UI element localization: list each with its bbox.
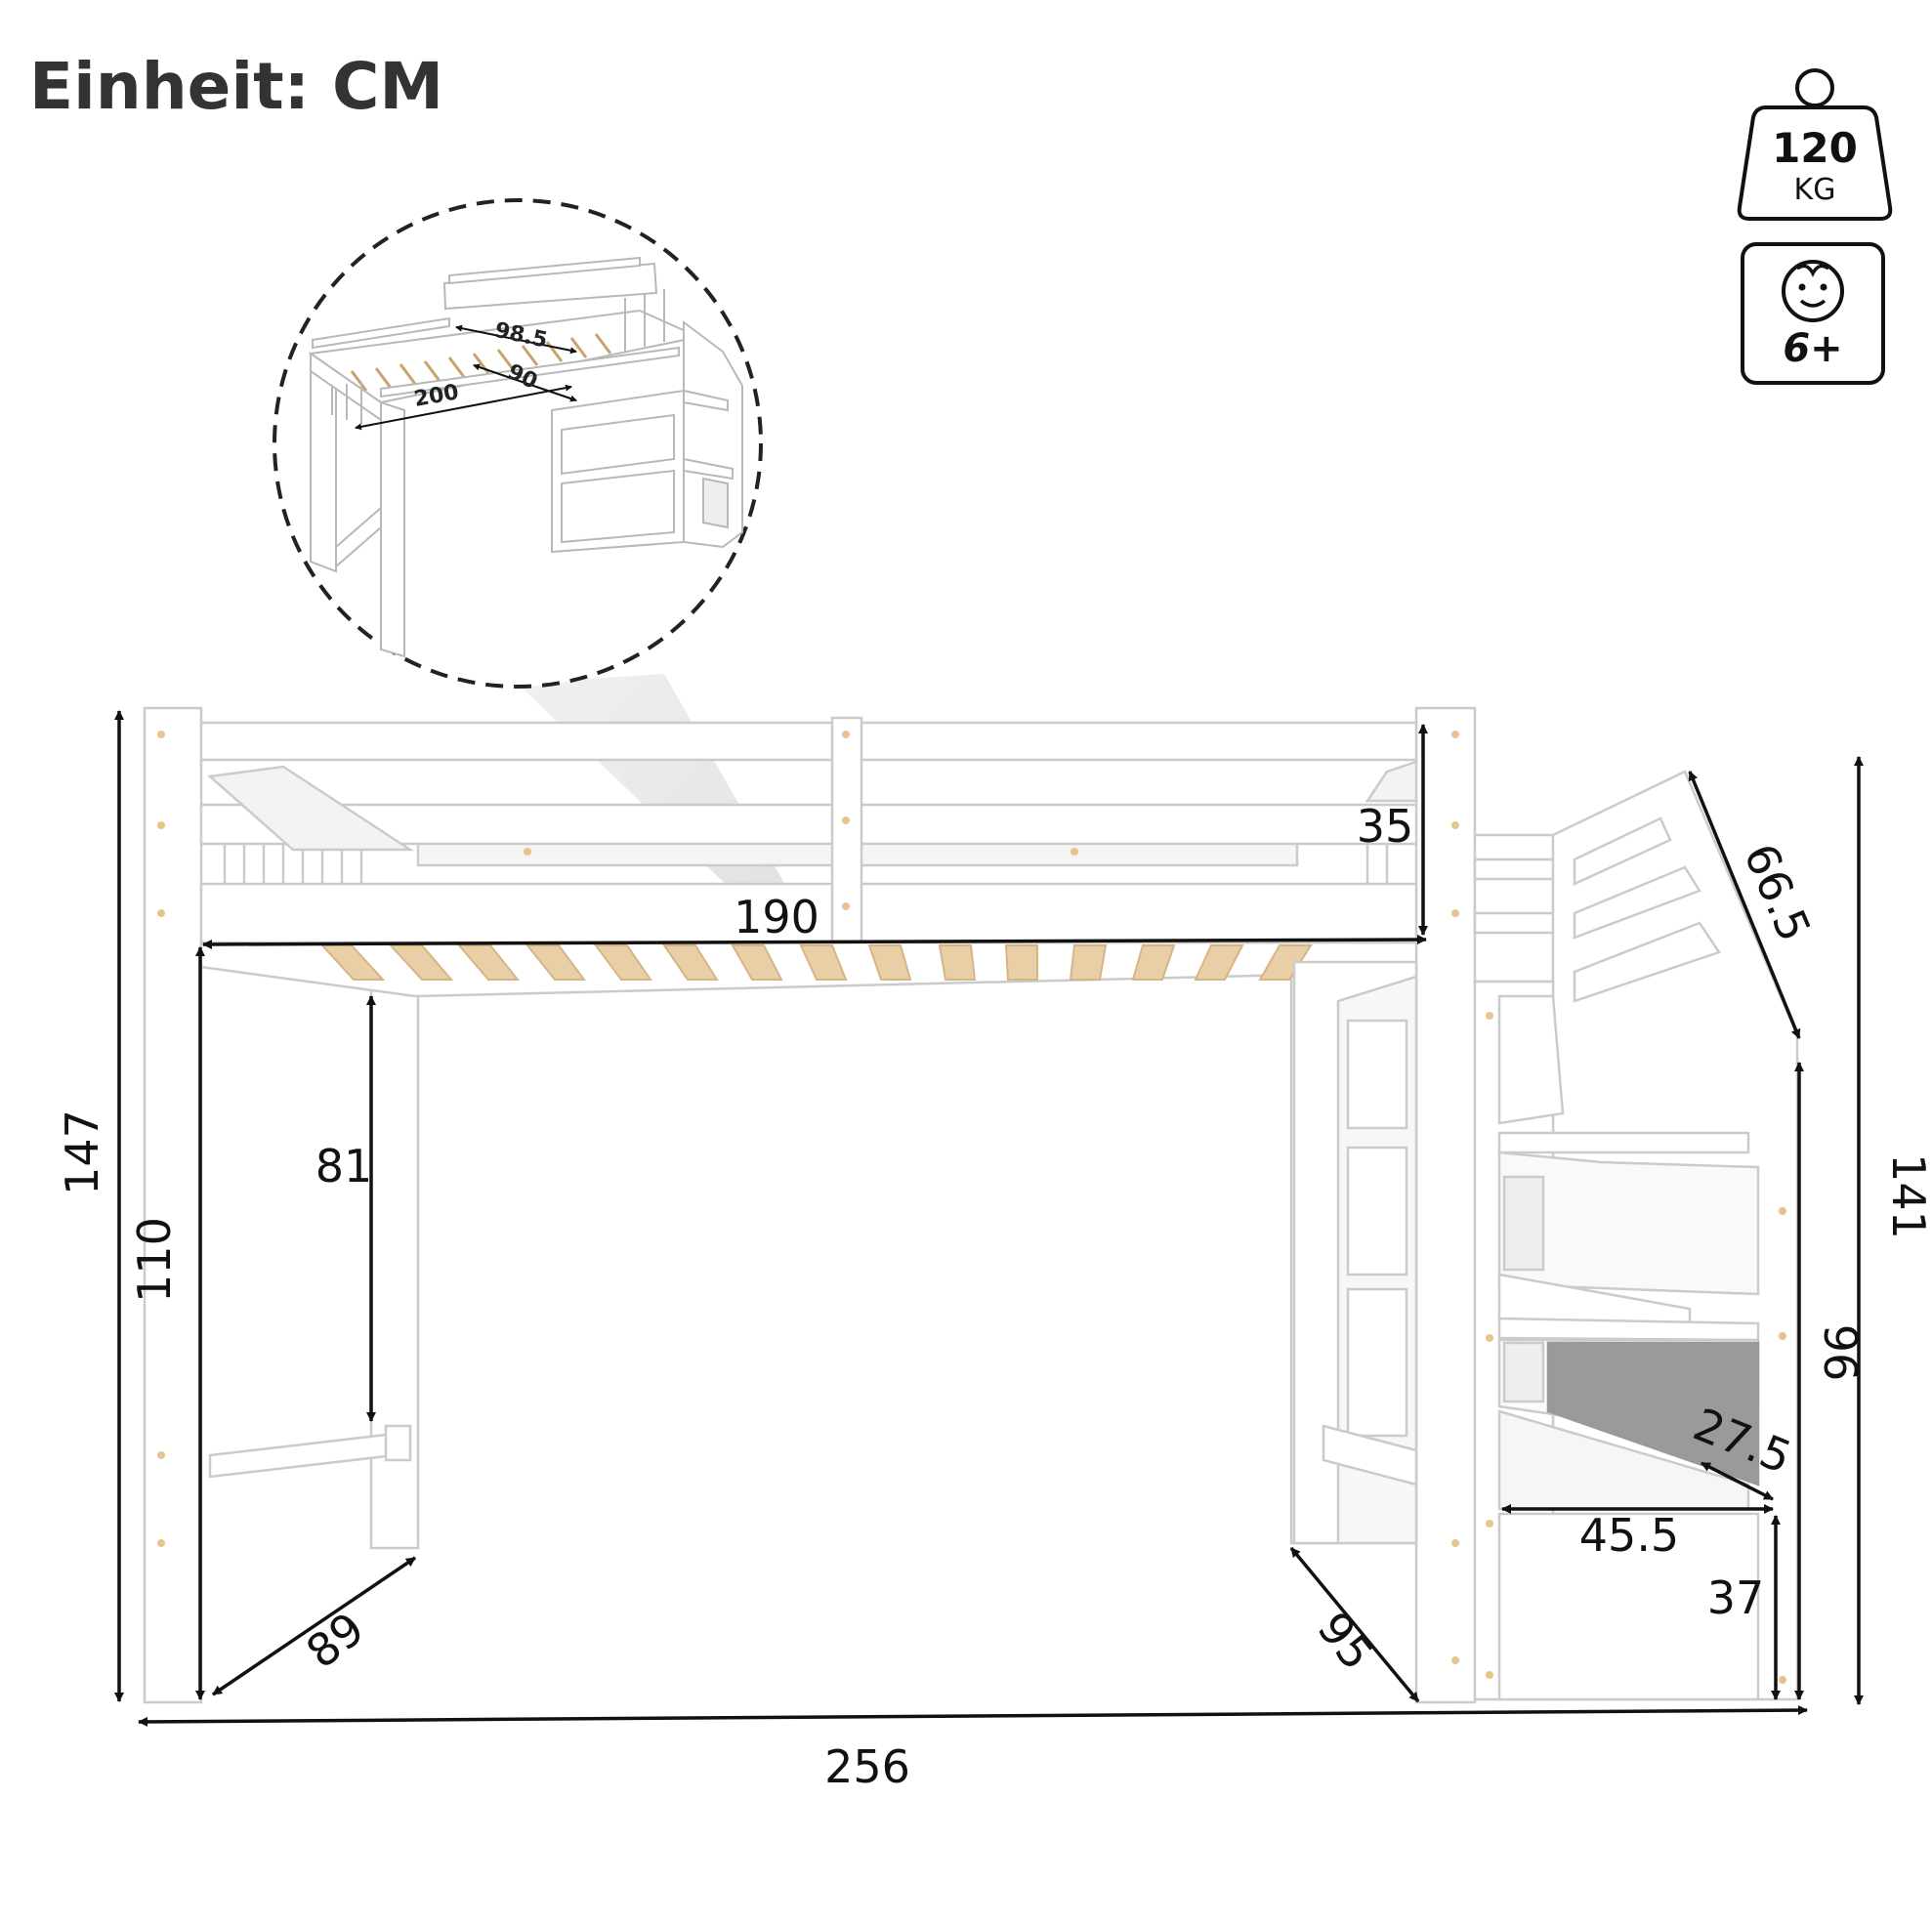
dim-line-stair-diagonal <box>1688 771 1801 1039</box>
dim-ladder: 81 <box>315 1140 373 1193</box>
weight-badge: 120 KG <box>1737 68 1893 221</box>
inset-dim-lines <box>355 324 577 431</box>
weight-icon <box>1737 68 1893 221</box>
dim-guardrail: 35 <box>1357 800 1414 853</box>
dim-line-total-width <box>138 1705 1808 1727</box>
dim-stair-side: 96 <box>1814 1324 1867 1382</box>
loft-bed <box>143 706 1799 1704</box>
dim-total-height: 147 <box>56 1109 108 1195</box>
weight-unit: KG <box>1794 173 1836 207</box>
dim-total-width: 256 <box>824 1740 910 1793</box>
inset-view: 200 90 98.5 <box>273 198 816 949</box>
dim-step-height: 37 <box>1707 1571 1765 1624</box>
weight-value: 120 <box>1772 124 1858 172</box>
dim-bed-length: 190 <box>734 891 819 943</box>
dimension-lines <box>114 710 1864 1727</box>
unit-label: Einheit: CM <box>29 49 444 124</box>
dim-right-depth: 95 <box>1307 1602 1384 1679</box>
age-badge: 6+ <box>1741 242 1885 385</box>
child-face-icon <box>1782 260 1844 322</box>
dim-line-bed-length <box>202 935 1427 949</box>
dim-line-step-depth <box>1701 1461 1774 1501</box>
dim-stair-height: 141 <box>1882 1153 1932 1239</box>
dim-step-width: 45.5 <box>1579 1509 1679 1562</box>
dim-clearance: 110 <box>128 1217 181 1303</box>
age-value: 6+ <box>1783 326 1842 371</box>
dim-left-depth: 89 <box>296 1602 373 1679</box>
dim-line-right-depth <box>1289 1546 1420 1703</box>
dim-line-left-depth <box>212 1556 416 1696</box>
